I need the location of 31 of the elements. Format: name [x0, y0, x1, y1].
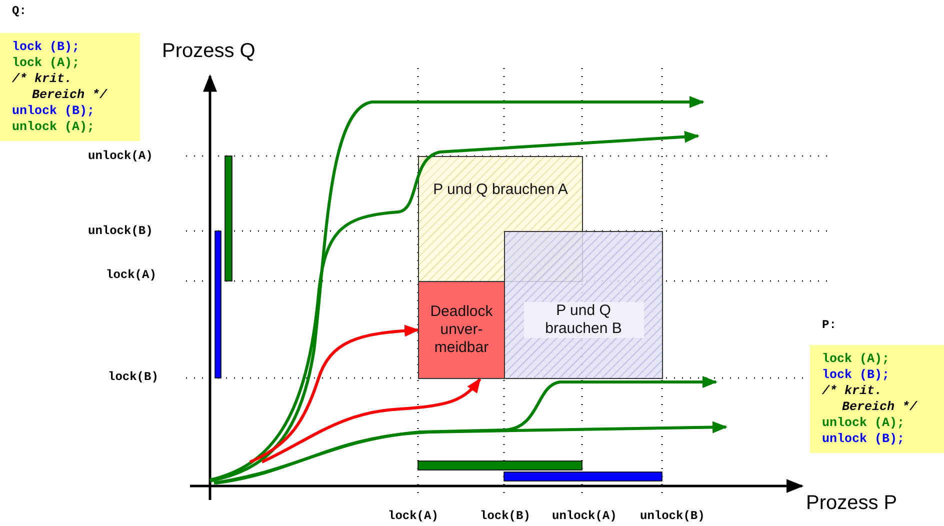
- code-line: lock (B);: [822, 367, 891, 383]
- axis-tick-label: lock(B): [108, 370, 158, 384]
- code-comment: /* krit. Bereich */: [822, 383, 917, 415]
- region-label: Deadlock unver- meidbar: [429, 303, 494, 357]
- hatched-region: [504, 231, 663, 379]
- arrow: [261, 378, 482, 464]
- axis-tick-label: unlock(B): [640, 509, 705, 523]
- axis-tick-label: lock(B): [480, 509, 530, 523]
- code-comment: /* krit. Bereich */: [12, 71, 107, 103]
- code-line: unlock (A);: [822, 415, 906, 431]
- arrow: [249, 324, 420, 464]
- axis-title: Prozess Q: [162, 40, 256, 63]
- axis-title: Prozess P: [806, 492, 898, 515]
- code-line: lock (A);: [12, 55, 81, 71]
- code-line: lock (B);: [12, 39, 81, 55]
- deadlock-region: [418, 281, 505, 379]
- code-line: unlock (A);: [12, 119, 96, 135]
- axis-tick-label: unlock(B): [88, 224, 153, 238]
- code-heading: Q:: [12, 4, 26, 18]
- region-label: P und Q brauchen A: [432, 181, 569, 199]
- code-line: unlock (B);: [822, 431, 906, 447]
- code-line: lock (A);: [822, 351, 891, 367]
- axis-tick-label: lock(A): [106, 268, 156, 282]
- axis-tick-label: lock(A): [388, 509, 438, 523]
- axis-tick-label: unlock(A): [552, 509, 617, 523]
- code-heading: P:: [822, 318, 836, 332]
- axis-tick-label: unlock(A): [88, 149, 153, 163]
- code-box: [0, 33, 140, 141]
- code-line: unlock (B);: [12, 103, 96, 119]
- code-box: [810, 345, 944, 453]
- region-label: P und Q brauchen B: [524, 302, 644, 338]
